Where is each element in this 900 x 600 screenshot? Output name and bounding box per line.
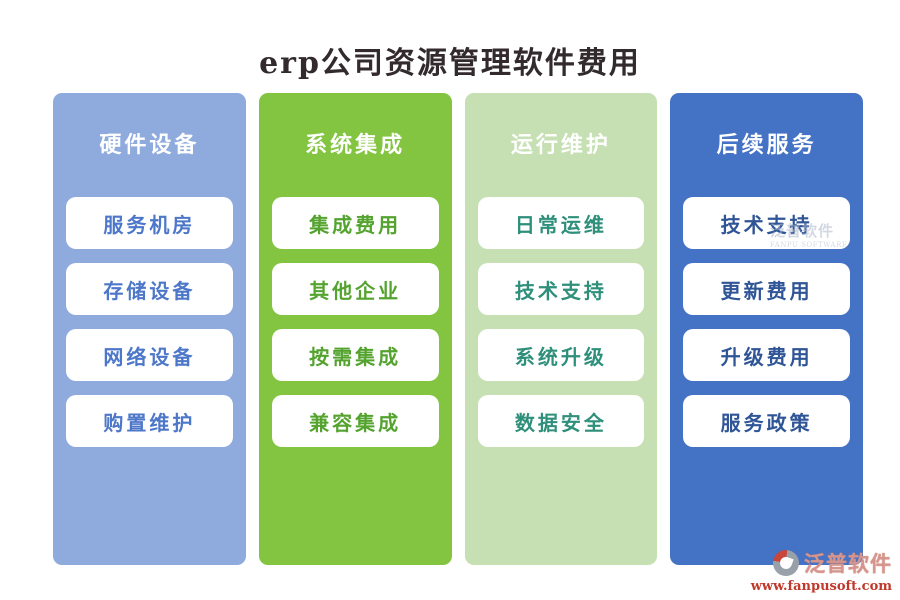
item-chip: 存储设备 (66, 263, 233, 315)
column-hardware-header: 硬件设备 (99, 132, 200, 158)
column-operations-header: 运行维护 (510, 132, 611, 158)
item-chip: 升级费用 (683, 329, 850, 381)
category-board: 硬件设备 服务机房 存储设备 网络设备 购置维护 系统集成 集成费用 其他企业 … (53, 93, 863, 565)
item-chip: 服务政策 (683, 395, 850, 447)
fanpu-logo-icon (773, 550, 799, 576)
column-integration-header: 系统集成 (305, 132, 406, 158)
page-title: erp公司资源管理软件费用 (259, 46, 641, 81)
item-chip: 兼容集成 (271, 395, 439, 447)
item-chip: 系统升级 (477, 329, 645, 381)
fanpu-website-url: www.fanpusoft.com (750, 579, 892, 594)
fanpu-logo: 泛普软件 www.fanpusoft.com (751, 548, 892, 594)
column-hardware: 硬件设备 服务机房 存储设备 网络设备 购置维护 (53, 93, 246, 565)
column-integration: 系统集成 集成费用 其他企业 按需集成 兼容集成 (258, 93, 452, 565)
item-chip: 日常运维 (477, 197, 645, 249)
item-chip: 数据安全 (477, 395, 645, 447)
item-chip: 技术支持 (683, 197, 850, 249)
item-chip: 其他企业 (271, 263, 439, 315)
column-aftersales-header: 后续服务 (716, 132, 817, 158)
column-aftersales: 后续服务 技术支持 更新费用 升级费用 服务政策 (670, 93, 863, 565)
item-chip: 购置维护 (66, 395, 233, 447)
column-operations: 运行维护 日常运维 技术支持 系统升级 数据安全 (464, 93, 658, 565)
item-chip: 集成费用 (271, 197, 439, 249)
item-chip: 按需集成 (271, 329, 439, 381)
fanpu-brand-name: 泛普软件 (804, 551, 892, 576)
item-chip: 更新费用 (683, 263, 850, 315)
item-chip: 服务机房 (66, 197, 233, 249)
item-chip: 网络设备 (66, 329, 233, 381)
item-chip: 技术支持 (477, 263, 645, 315)
